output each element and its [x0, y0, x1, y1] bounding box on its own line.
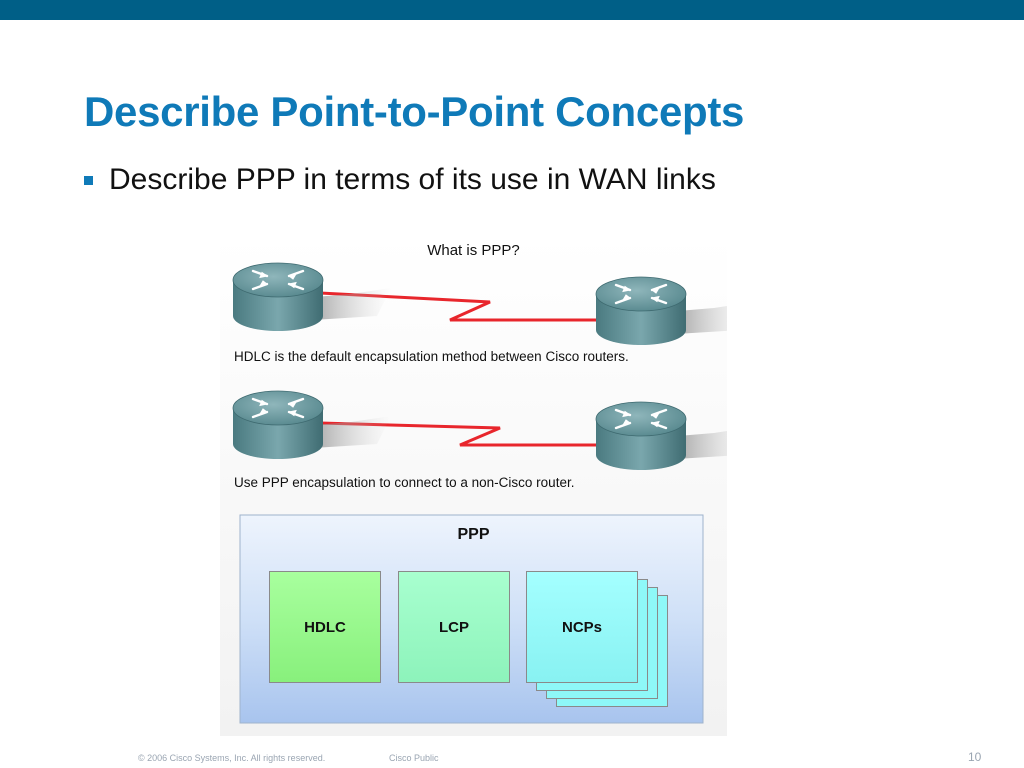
footer-copyright: © 2006 Cisco Systems, Inc. All rights re… — [138, 753, 326, 763]
ncps-box: NCPs — [526, 571, 638, 683]
lcp-box: LCP — [398, 571, 510, 683]
slide-title: Describe Point-to-Point Concepts — [84, 88, 745, 135]
figure-title: What is PPP? — [427, 242, 520, 259]
top-banner — [0, 0, 1024, 20]
serial-link-icon — [319, 291, 620, 322]
page-number: 10 — [968, 750, 982, 764]
bullet-square-icon — [84, 175, 93, 185]
bullet-item: Describe PPP in terms of its use in WAN … — [84, 163, 716, 197]
footer-classification: Cisco Public — [389, 753, 439, 763]
ppp-caption: Use PPP encapsulation to connect to a no… — [234, 475, 575, 490]
ppp-figure: What is PPP? HDLC is the default encapsu… — [220, 236, 727, 736]
bullet-text: Describe PPP in terms of its use in WAN … — [109, 163, 716, 196]
hdlc-caption: HDLC is the default encapsulation method… — [234, 349, 629, 364]
serial-link-icon — [319, 421, 620, 447]
ppp-label: PPP — [457, 526, 490, 543]
hdlc-box: HDLC — [269, 571, 381, 683]
